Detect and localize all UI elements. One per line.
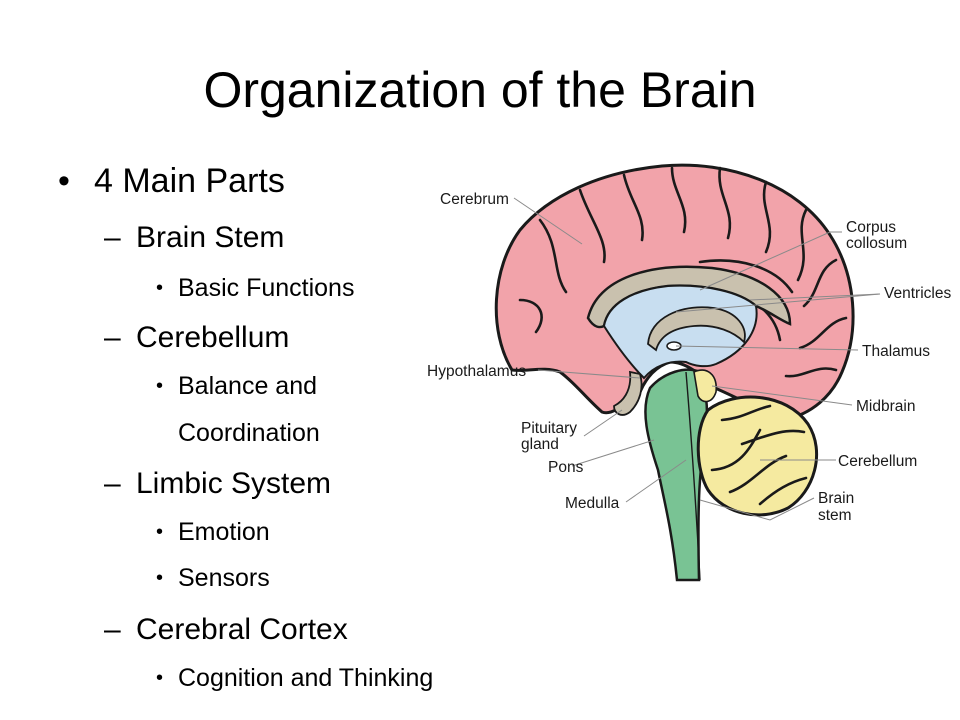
- bullet-text: Cognition and Thinking: [178, 664, 434, 692]
- dash-marker: –: [104, 467, 121, 500]
- label-medulla: Medulla: [565, 495, 620, 512]
- bullet-cerebellum: – Cerebellum: [104, 320, 290, 356]
- bullet-text: Sensors: [178, 564, 270, 592]
- cerebellum-folia: [710, 404, 808, 506]
- dash-marker: –: [104, 221, 121, 254]
- bullet-limbic-system: – Limbic System: [104, 466, 332, 502]
- label-pituitary-line1: Pituitary: [521, 420, 577, 437]
- bullet-marker: •: [156, 567, 164, 589]
- label-hypothalamus: Hypothalamus: [427, 363, 526, 380]
- bullet-text: Cerebral Cortex: [136, 613, 348, 646]
- fornix-shape: [647, 306, 746, 352]
- bullet-emotion: • Emotion: [156, 517, 270, 547]
- bullet-text: 4 Main Parts: [94, 162, 285, 200]
- label-midbrain: Midbrain: [856, 398, 915, 415]
- bullet-cerebral-cortex: – Cerebral Cortex: [104, 612, 348, 648]
- label-pituitary-line2: gland: [521, 436, 559, 453]
- bullet-text: Brain Stem: [136, 221, 285, 254]
- label-cerebrum: Cerebrum: [440, 191, 509, 208]
- bullet-brain-stem: – Brain Stem: [104, 220, 285, 256]
- label-cerebellum: Cerebellum: [838, 453, 917, 470]
- bullet-cognition: • Cognition and Thinking: [156, 663, 434, 693]
- label-thalamus: Thalamus: [862, 343, 930, 360]
- brain-stem-groove: [685, 371, 701, 581]
- bullet-text: Limbic System: [136, 467, 332, 500]
- slide-title: Organization of the Brain: [203, 62, 757, 118]
- bullet-basic-functions: • Basic Functions: [156, 273, 355, 303]
- bullet-text: Coordination: [178, 419, 320, 447]
- bullet-marker: •: [156, 521, 164, 543]
- bullet-text: Balance and: [178, 372, 318, 400]
- bullet-coordination: Coordination: [178, 418, 320, 448]
- label-brainstem-line1: Brain: [818, 490, 854, 507]
- bullet-sensors: • Sensors: [156, 563, 270, 593]
- bullet-marker: •: [156, 277, 164, 299]
- dash-marker: –: [104, 613, 121, 646]
- bullet-balance: • Balance and: [156, 371, 318, 401]
- bullet-text: Basic Functions: [178, 274, 355, 302]
- bullet-marker: •: [58, 162, 70, 200]
- diagram-labels: Cerebrum Corpus collosum Ventricles Thal…: [427, 191, 951, 524]
- leader-lines: [513, 197, 881, 521]
- pituitary-shape: [613, 370, 643, 416]
- bullet-marker: •: [156, 667, 164, 689]
- label-ventricles: Ventricles: [884, 285, 951, 302]
- bullet-text: Cerebellum: [136, 321, 290, 354]
- bullet-text: Emotion: [178, 518, 270, 546]
- midbrain-shape: [693, 369, 717, 403]
- bullet-marker: •: [156, 375, 164, 397]
- dash-marker: –: [104, 321, 121, 354]
- label-corpus-line1: Corpus: [846, 219, 896, 236]
- label-brainstem-line2: stem: [818, 507, 852, 524]
- label-corpus-line2: collosum: [846, 235, 907, 252]
- bullet-main-parts: • 4 Main Parts: [58, 161, 285, 201]
- label-pons: Pons: [548, 459, 584, 476]
- cerebellum-shape: [696, 395, 819, 517]
